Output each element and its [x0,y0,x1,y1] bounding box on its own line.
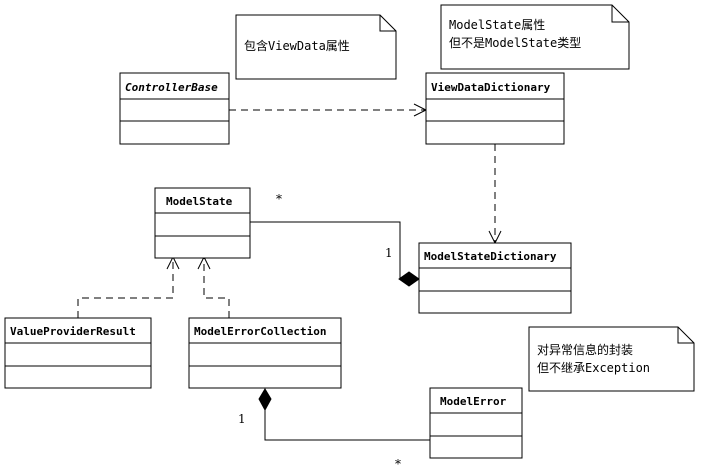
note-modelstate: ModelState属性 但不是ModelState类型 [440,4,630,70]
class-name: ValueProviderResult [10,325,136,338]
composition-modelstatedictionary-modelstate [250,221,420,287]
multiplicity-modelstatedictionary-one: 1 [385,246,393,260]
class-modelerror[interactable]: ModelError [429,387,523,459]
class-name: ViewDataDictionary [431,81,551,94]
dependency-viewdatadictionary-modelstatedictionary [488,144,502,245]
multiplicity-collection-one: 1 [238,412,246,426]
multiplicity-modelerror-many: * [395,457,401,471]
class-modelstate[interactable]: ModelState [154,187,251,259]
note-viewdata: 包含ViewData属性 [235,14,397,80]
class-valueproviderresult[interactable]: ValueProviderResult [4,317,152,389]
note-exception: 对异常信息的封装 但不继承Exception [528,326,695,392]
composition-diamond [398,271,420,287]
class-name: ModelErrorCollection [194,325,326,338]
dependency-modelerrorcollection-modelstate [197,255,230,318]
composition-modelerrorcollection-modelerror [258,388,430,441]
class-controllerbase[interactable]: ControllerBase [119,72,230,145]
note-modelstate-line-2: 但不是ModelState类型 [449,36,581,50]
composition-diamond [258,388,272,412]
class-modelerrorcollection[interactable]: ModelErrorCollection [188,317,342,389]
dependency-valueproviderresult-modelstate [77,255,180,318]
class-name: ModelStateDictionary [424,250,557,263]
class-name: ModelError [440,395,507,408]
note-exception-line-1: 对异常信息的封装 [537,342,633,357]
class-viewdatadictionary[interactable]: ViewDataDictionary [425,72,565,145]
class-name: ControllerBase [125,81,218,94]
note-exception-line-2: 但不继承Exception [537,361,650,375]
class-modelstatedictionary[interactable]: ModelStateDictionary [418,242,572,314]
class-name: ModelState [166,195,233,208]
dependency-controllerbase-viewdatadictionary [229,103,428,117]
note-modelstate-line-1: ModelState属性 [449,18,545,32]
note-viewdata-line-1: 包含ViewData属性 [244,38,350,53]
multiplicity-modelstate-many: * [276,192,282,206]
